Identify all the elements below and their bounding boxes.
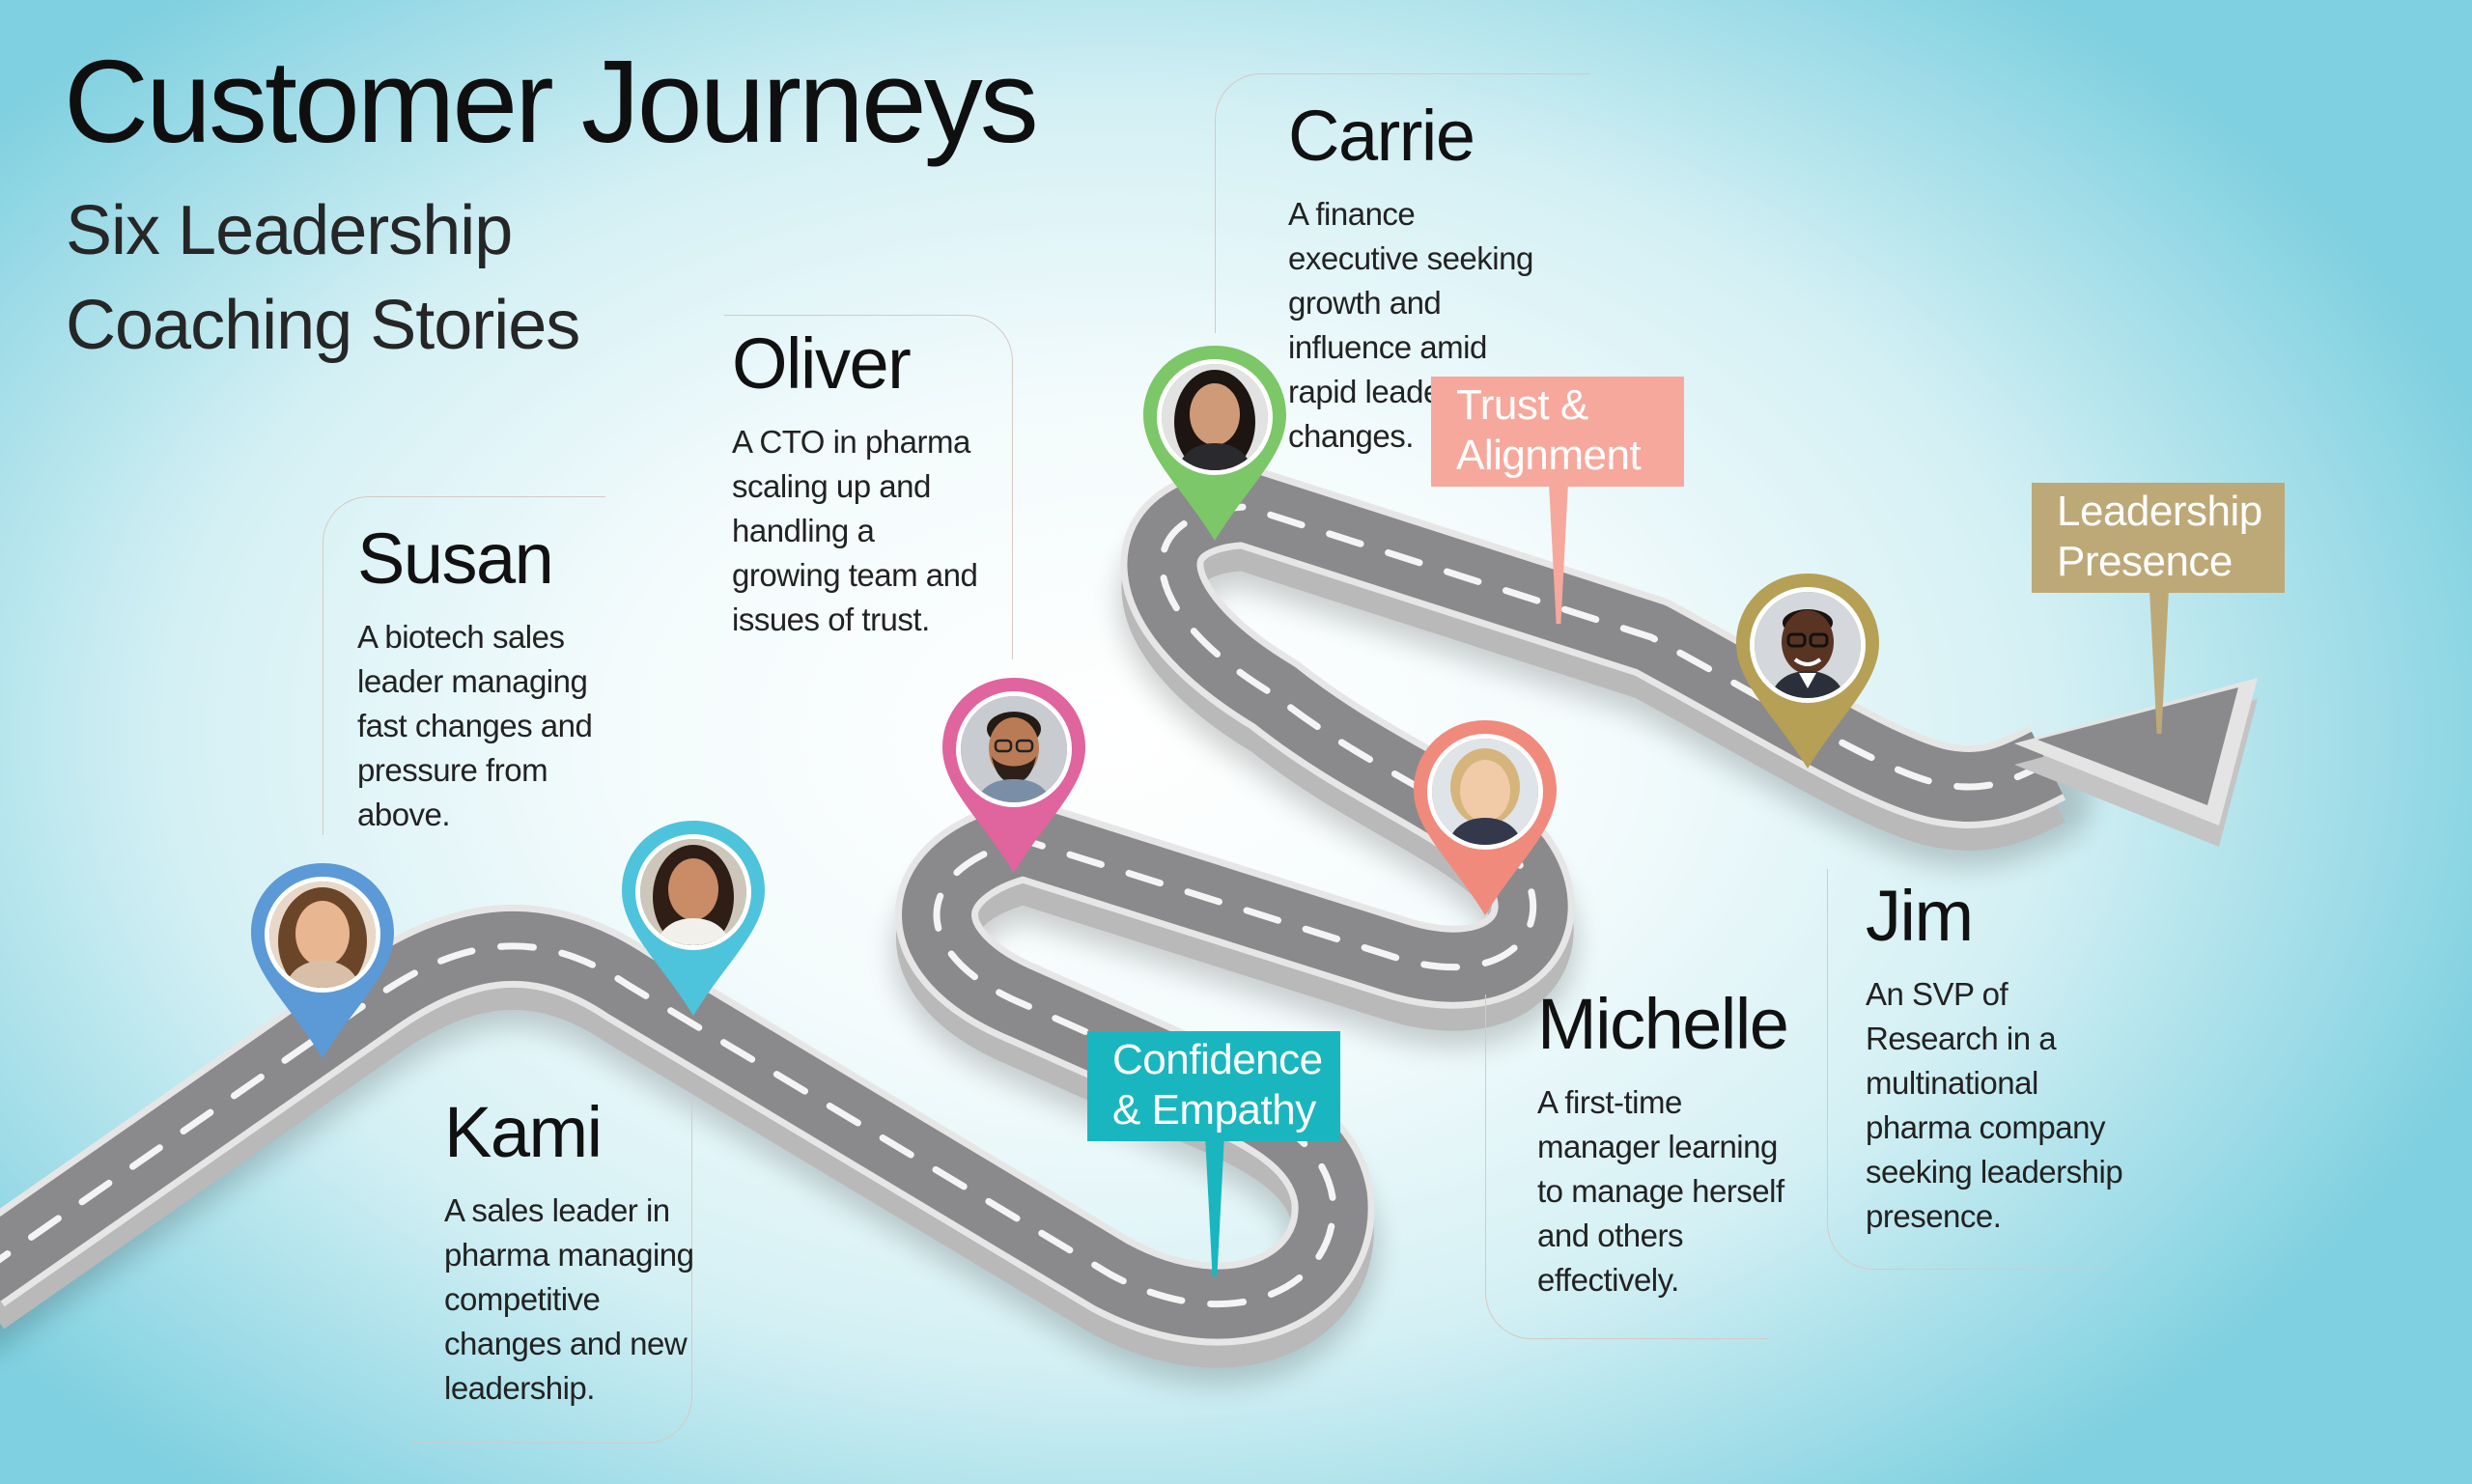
story-name: Kami	[444, 1092, 603, 1172]
story-michelle: Michelle A first-time manager learning t…	[1537, 985, 1798, 1302]
avatar	[1750, 587, 1866, 703]
story-name: Oliver	[732, 323, 912, 404]
story-description: A CTO in pharma scaling up and handling …	[732, 424, 978, 638]
avatar	[265, 877, 380, 993]
story-name: Carrie	[1288, 96, 1475, 176]
road-center-line	[0, 503, 2051, 1308]
story-description: A biotech sales leader managing fast cha…	[357, 619, 593, 833]
milestone-label: Trust & Alignment	[1456, 381, 1642, 479]
milestone-trust-alignment: Trust & Alignment	[1431, 377, 1684, 487]
avatar	[1427, 734, 1543, 850]
milestone-confidence-empathy: Confidence & Empathy	[1087, 1031, 1340, 1141]
story-susan: Susan A biotech sales leader managing fa…	[357, 519, 608, 837]
story-name: Michelle	[1537, 984, 1789, 1064]
avatar	[956, 691, 1072, 807]
milestone-label: Leadership Presence	[2057, 488, 2262, 585]
story-name: Jim	[1866, 876, 1974, 956]
road-arrow-head	[2014, 678, 2258, 847]
pin-susan[interactable]	[247, 859, 398, 1062]
story-description: An SVP of Research in a multinational ph…	[1866, 976, 2123, 1235]
pin-carrie[interactable]	[1139, 342, 1290, 545]
pin-kami[interactable]	[618, 817, 769, 1020]
story-jim: Jim An SVP of Research in a multinationa…	[1866, 877, 2146, 1239]
page-title: Customer Journeys	[64, 36, 1039, 167]
story-description: A sales leader in pharma managing compet…	[444, 1192, 694, 1407]
page-subtitle: Six Leadership Coaching Stories	[66, 192, 580, 364]
avatar	[1157, 359, 1273, 475]
pin-oliver[interactable]	[939, 674, 1089, 877]
milestone-leadership-presence: Leadership Presence	[2032, 483, 2285, 593]
pin-michelle[interactable]	[1410, 716, 1560, 919]
pin-jim[interactable]	[1732, 570, 1883, 772]
story-oliver: Oliver A CTO in pharma scaling up and ha…	[732, 324, 991, 642]
story-kami: Kami A sales leader in pharma managing c…	[444, 1093, 695, 1411]
story-description: A first-time manager learning to manage …	[1537, 1084, 1784, 1299]
milestone-label: Confidence & Empathy	[1112, 1036, 1323, 1134]
story-name: Susan	[357, 518, 554, 599]
avatar	[635, 834, 751, 950]
